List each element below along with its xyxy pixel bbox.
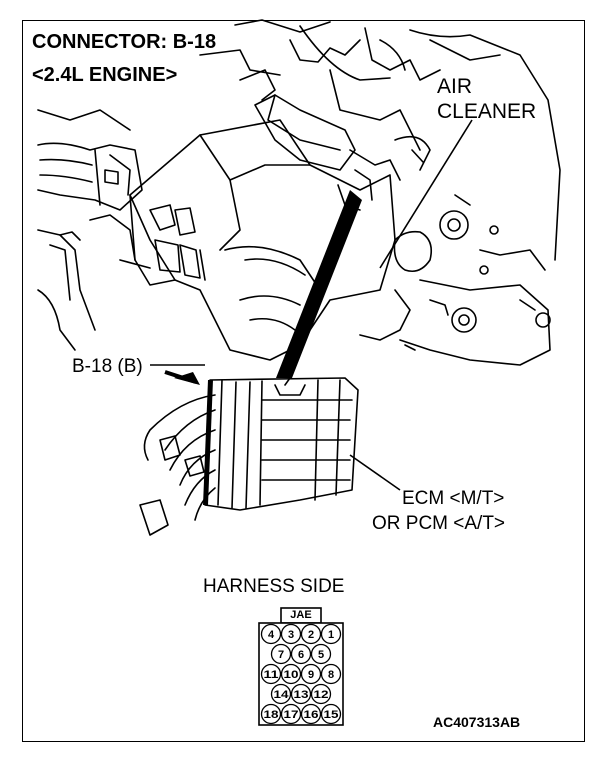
connector-pin-number: 10 [284,669,299,681]
connector-pin-number: 8 [328,669,334,681]
connector-pin [260,703,282,725]
connector-pin-number: 9 [308,669,314,681]
connector-pin-number: 12 [314,689,329,701]
figure-code: AC407313AB [433,714,521,730]
connector-pin-number: 5 [318,649,324,661]
connector-pin [270,643,292,665]
connector-pin [300,703,322,725]
connector-pin-number: 13 [294,689,309,701]
harness-side-label: HARNESS SIDE [203,576,345,597]
connector-pin [320,623,342,645]
connector-pin-number: 18 [264,709,279,721]
air-cleaner-label-line2: CLEANER [437,100,537,123]
connector-title: CONNECTOR: B-18 [32,31,217,53]
connector-pin [280,663,302,685]
connector-pin [260,663,282,685]
connector-pin-number: 1 [328,629,334,641]
connector-pin [310,683,332,705]
air-cleaner-label-line1: AIR [437,75,473,98]
connector-pin [320,663,342,685]
connector-pin [260,623,282,645]
connector-pin-number: 4 [268,629,275,641]
connector-pin [320,703,342,725]
connector-pin [290,683,312,705]
connector-callout-label: B-18 (B) [72,356,143,377]
connector-pin [300,623,322,645]
connector-pin [270,683,292,705]
connector-pin-number: 14 [274,689,290,701]
connector-pin [280,703,302,725]
connector-pin-number: 2 [308,629,314,641]
connector-pin-number: 11 [264,669,279,681]
ecm-label-line1: ECM <M/T> [402,488,505,509]
connector-brand-label: JAE [290,609,312,621]
connector-pin-number: 16 [304,709,319,721]
connector-pin-number: 15 [324,709,339,721]
connector-pin-number: 3 [288,629,294,641]
connector-pin [300,663,322,685]
connector-pin [310,643,332,665]
connector-pin [290,643,312,665]
connector-pin [280,623,302,645]
ecm-label-line2: OR PCM <A/T> [372,513,506,534]
connector-pin-number: 7 [278,649,284,661]
connector-pin-number: 17 [284,709,299,721]
connector-pin-number: 6 [298,649,304,661]
engine-subtitle: <2.4L ENGINE> [32,64,178,86]
